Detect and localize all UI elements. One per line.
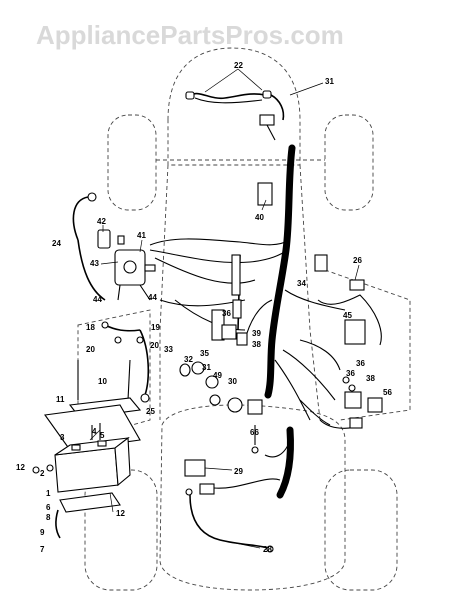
callout-29: 29 (234, 467, 243, 476)
left-harness (149, 182, 291, 331)
callout-20-right: 20 (150, 341, 159, 350)
callout-6: 6 (46, 503, 51, 512)
callout-45: 45 (343, 311, 352, 320)
callout-4: 4 (92, 427, 97, 436)
callout-28: 28 (263, 545, 272, 554)
callout-24: 24 (52, 239, 61, 248)
watermark-logo: AppliancePartsPros.com (36, 20, 344, 50)
callout-44-right: 44 (148, 293, 157, 302)
callout-34: 34 (297, 279, 306, 288)
callout-26: 26 (353, 256, 362, 265)
callout-66: 66 (250, 428, 259, 437)
callout-36-right-b: 36 (346, 369, 355, 378)
callout-31-lower: 31 (202, 363, 211, 372)
callout-33: 33 (164, 345, 173, 354)
right-components (299, 254, 383, 429)
callout-5: 5 (100, 431, 105, 440)
callout-12-left: 12 (16, 463, 25, 472)
leader-lines (89, 68, 360, 549)
callout-18: 18 (86, 323, 95, 332)
callout-12-right: 12 (116, 509, 125, 518)
callout-56: 56 (383, 388, 392, 397)
callout-11: 11 (56, 395, 65, 404)
callout-31: 31 (325, 77, 334, 86)
tractor-outline (77, 47, 411, 591)
callout-3: 3 (60, 433, 65, 442)
callout-19: 19 (151, 323, 160, 332)
callout-7: 7 (40, 545, 45, 554)
callout-40: 40 (255, 213, 264, 222)
cable-terminals (101, 321, 150, 403)
callout-25: 25 (146, 407, 155, 416)
solenoid-assembly (72, 192, 156, 301)
callout-36: 36 (222, 309, 231, 318)
callout-8: 8 (46, 513, 51, 522)
callout-22: 22 (234, 61, 243, 70)
callout-9: 9 (40, 528, 45, 537)
callout-2: 2 (40, 469, 45, 478)
callout-labels: 22 31 40 42 41 24 43 44 44 26 34 18 19 2… (16, 61, 392, 554)
callout-42: 42 (97, 217, 106, 226)
callout-32: 32 (184, 355, 193, 364)
ignition-switch-parts (179, 299, 263, 454)
callout-44-left: 44 (93, 295, 102, 304)
battery-assembly (32, 359, 142, 539)
callout-36-right-a: 36 (356, 359, 365, 368)
callout-43: 43 (90, 259, 99, 268)
callout-20-left: 20 (86, 345, 95, 354)
callout-41: 41 (137, 231, 146, 240)
callout-49: 49 (213, 371, 222, 380)
callout-35: 35 (200, 349, 209, 358)
callout-38: 38 (252, 340, 261, 349)
callout-1: 1 (46, 489, 51, 498)
upper-harness (185, 90, 285, 141)
callout-38-right: 38 (366, 374, 375, 383)
callout-30: 30 (228, 377, 237, 386)
callout-10: 10 (98, 377, 107, 386)
lower-harness (184, 439, 291, 553)
callout-39: 39 (252, 329, 261, 338)
